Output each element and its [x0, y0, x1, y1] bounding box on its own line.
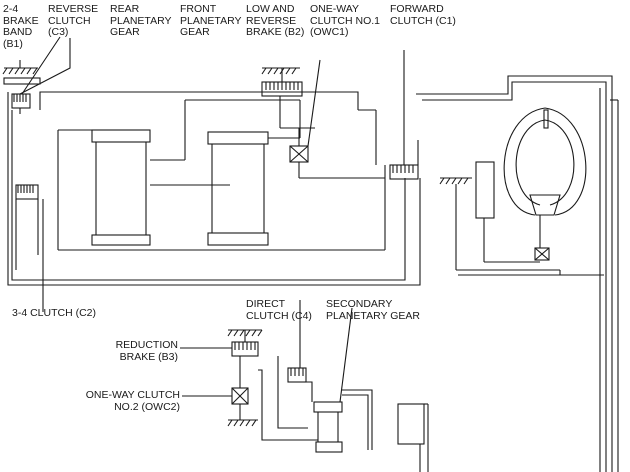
label-b3: REDUCTION BRAKE (B3) [115, 339, 178, 363]
label-b2: LOW AND REVERSE BRAKE (B2) [246, 3, 305, 39]
oil-pump-block [475, 161, 495, 219]
label-c3: REVERSE CLUTCH (C3) [48, 3, 99, 39]
direct-clutch-c4-symbol [258, 335, 318, 441]
owc2-symbol [182, 356, 258, 427]
label-c4: DIRECT CLUTCH (C4) [246, 298, 312, 322]
clutch-c2-symbol [15, 184, 44, 305]
rear-planetary-symbol [57, 99, 385, 251]
output-drum [397, 403, 429, 472]
torque-converter-symbol [503, 107, 587, 261]
brake-b3-symbol [180, 329, 263, 357]
owc1-symbol [289, 59, 385, 179]
stator-ground-symbol [439, 177, 560, 271]
front-planetary-symbol [207, 100, 301, 246]
label-owc1: ONE-WAY CLUTCH NO.1 (OWC1) [310, 3, 381, 39]
label-owc2: ONE-WAY CLUTCH NO.2 (OWC2) [85, 389, 180, 413]
leader-c3 [21, 36, 61, 95]
forward-clutch-c1-symbol [384, 50, 419, 250]
brake-band-b1-symbol [2, 60, 41, 85]
reverse-clutch-c3-symbol [11, 38, 71, 114]
brake-b2-symbol [261, 67, 315, 129]
label-b1: 2-4 BRAKE BAND (B1) [3, 3, 39, 50]
secondary-planetary-symbol [299, 300, 373, 453]
label-c1: FORWARD CLUTCH (C1) [390, 3, 456, 27]
label-rear-planetary: REAR PLANETARY GEAR [110, 3, 172, 39]
label-front-planetary: FRONT PLANETARY GEAR [180, 3, 242, 39]
label-secondary-planetary: SECONDARY PLANETARY GEAR [326, 298, 420, 322]
leader-secondary [339, 307, 353, 403]
label-c2: 3-4 CLUTCH (C2) [12, 307, 97, 319]
